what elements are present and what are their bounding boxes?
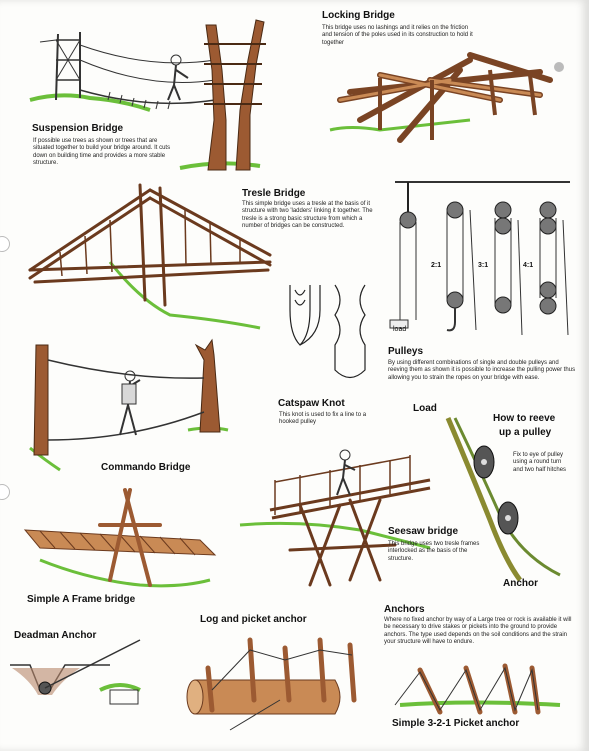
deadman-anchor-title: Deadman Anchor [14, 630, 97, 641]
reeve-title-line1: How to reeve [493, 413, 556, 424]
picket-anchor-title: Simple 3-2-1 Picket anchor [392, 718, 520, 729]
reeve-anchor-label: Anchor [503, 578, 538, 589]
log-picket-anchor-title: Log and picket anchor [200, 614, 307, 625]
catspaw-knot-title: Catspaw Knot [278, 398, 345, 409]
pulley-ratio-3-1: 3:1 [478, 262, 489, 269]
reeve-title-line2: up a pulley [499, 427, 552, 438]
anchors-description: Where no fixed anchor by way of a Large … [384, 617, 572, 645]
binder-hole [0, 484, 10, 500]
suspension-bridge-description: If possible use trees as shown or trees … [33, 138, 171, 166]
locking-bridge-title: Locking Bridge [322, 10, 395, 21]
catspaw-knot-description: This knot is used to fix a line to a hoo… [279, 412, 367, 426]
reeve-annotation: Fix to eye of pulley using a round turn … [513, 452, 567, 473]
pulleys-description: By using different combinations of singl… [388, 360, 576, 381]
pulley-ratio-2-1: 2:1 [431, 262, 442, 269]
seesaw-bridge-title: Seesaw bridge [388, 526, 459, 537]
a-frame-bridge-title: Simple A Frame bridge [27, 594, 136, 605]
anchors-title: Anchors [384, 604, 425, 615]
page-marker [554, 62, 564, 72]
locking-bridge-description: This bridge uses no lashings and it reli… [322, 25, 473, 46]
pulley-load-label: load [393, 326, 407, 333]
pulleys-title: Pulleys [388, 346, 424, 357]
reeve-load-label: Load [413, 403, 437, 414]
tresle-bridge-title: Tresle Bridge [242, 188, 306, 199]
pulley-ratio-4-1: 4:1 [523, 262, 534, 269]
tresle-bridge-description: This simple bridge uses a tresle at the … [242, 201, 373, 229]
commando-bridge-title: Commando Bridge [101, 462, 191, 473]
binder-hole [0, 236, 10, 252]
seesaw-bridge-description: This bridge uses two tresle frames inter… [388, 541, 480, 562]
suspension-bridge-title: Suspension Bridge [32, 123, 124, 134]
